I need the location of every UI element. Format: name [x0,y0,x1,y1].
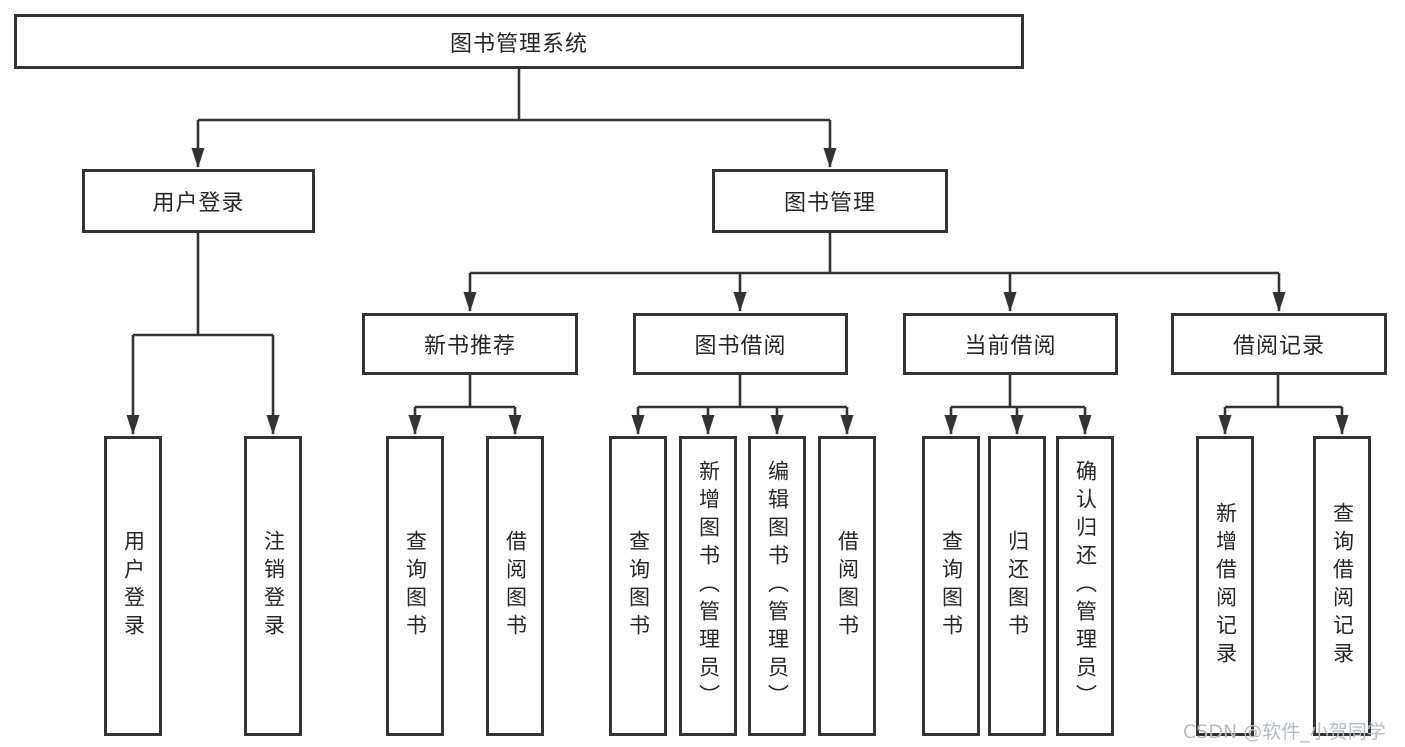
leaf-add-borrow-record-label: 新增借阅记录 [1213,502,1238,670]
leaf-return-book: 归还图书 [988,436,1046,736]
node-borrow-records-label: 借阅记录 [1232,334,1325,359]
leaf-logout-label: 注销登录 [261,530,286,642]
node-current-borrow: 当前借阅 [903,313,1118,375]
node-book-management-label: 图书管理 [783,191,876,216]
node-new-book-recommend: 新书推荐 [362,313,578,375]
node-user-login-label: 用户登录 [152,191,245,216]
leaf-recommend-borrow-book: 借阅图书 [486,436,544,736]
node-current-borrow-label: 当前借阅 [964,334,1057,359]
leaf-add-book-admin: 新增图书（管理员） [679,436,737,736]
leaf-borrow-query-book-label: 查询图书 [626,530,651,642]
leaf-recommend-query-book-label: 查询图书 [403,530,428,642]
leaf-edit-book-admin-label: 编辑图书（管理员） [765,460,790,712]
node-book-borrow: 图书借阅 [633,313,848,375]
leaf-query-borrow-record: 查询借阅记录 [1313,436,1371,736]
node-book-borrow-label: 图书借阅 [694,334,787,359]
leaf-current-query-book: 查询图书 [922,436,980,736]
leaf-current-query-book-label: 查询图书 [939,530,964,642]
leaf-logout: 注销登录 [244,436,302,736]
csdn-watermark: CSDN @软件_小贺同学 [1183,721,1386,743]
node-root-system: 图书管理系统 [14,14,1024,69]
node-book-management: 图书管理 [712,169,948,233]
leaf-confirm-return-admin: 确认归还（管理员） [1056,436,1114,736]
leaf-recommend-borrow-book-label: 借阅图书 [503,530,528,642]
leaf-confirm-return-admin-label: 确认归还（管理员） [1073,460,1098,712]
leaf-query-borrow-record-label: 查询借阅记录 [1330,502,1355,670]
leaf-edit-book-admin: 编辑图书（管理员） [748,436,806,736]
node-root-label: 图书管理系统 [449,31,588,57]
leaf-recommend-query-book: 查询图书 [386,436,444,736]
node-new-book-recommend-label: 新书推荐 [423,334,516,359]
leaf-return-book-label: 归还图书 [1005,530,1030,642]
leaf-borrow-query-book: 查询图书 [609,436,667,736]
leaf-user-login: 用户登录 [104,436,162,736]
node-user-login: 用户登录 [82,169,315,233]
leaf-borrow-book: 借阅图书 [818,436,876,736]
leaf-add-borrow-record: 新增借阅记录 [1196,436,1254,736]
leaf-add-book-admin-label: 新增图书（管理员） [696,460,721,712]
leaf-user-login-label: 用户登录 [121,530,146,642]
node-borrow-records: 借阅记录 [1171,313,1387,375]
leaf-borrow-book-label: 借阅图书 [835,530,860,642]
